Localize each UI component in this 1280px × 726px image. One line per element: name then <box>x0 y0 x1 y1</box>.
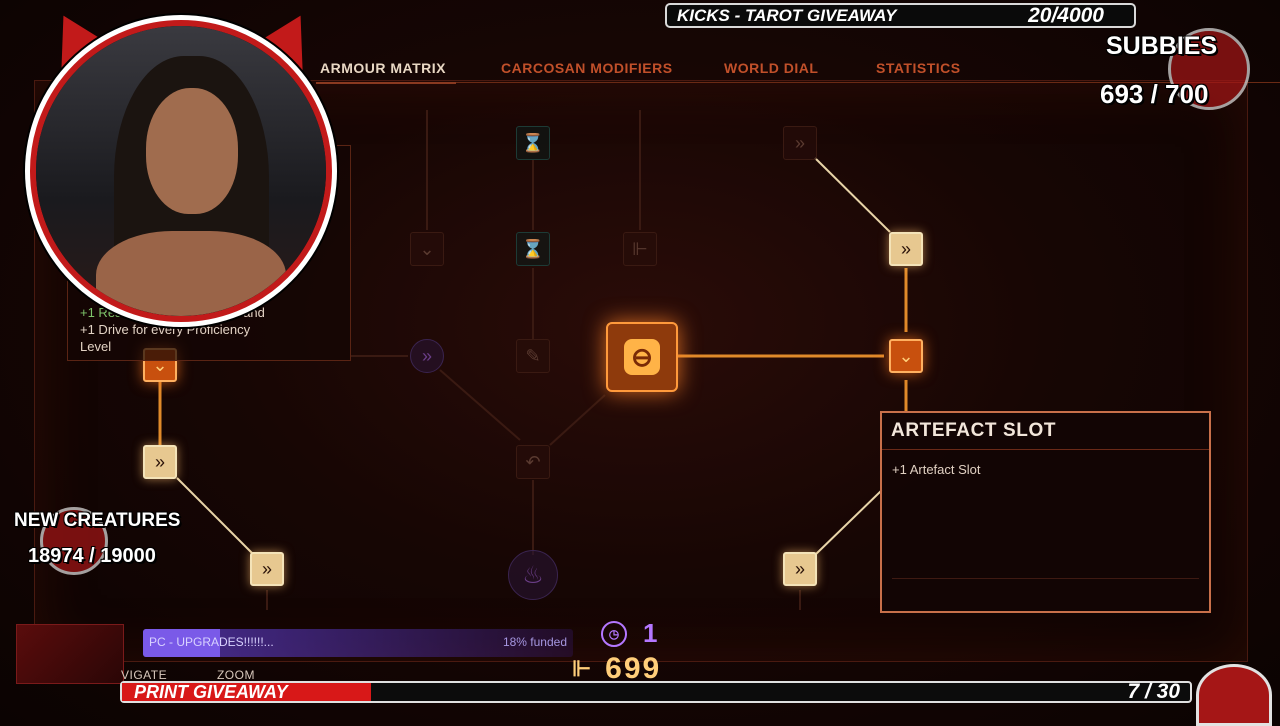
rune-node-top[interactable]: ⌛ <box>516 126 550 160</box>
currency-small: ◷ 1 <box>601 618 657 649</box>
currency-small-value: 1 <box>643 618 658 648</box>
tab-carcosan-modifiers[interactable]: CARCOSAN MODIFIERS <box>501 60 673 76</box>
rune-node-lower[interactable]: ↶ <box>516 445 550 479</box>
creatures-value: 18974 / 19000 <box>28 545 156 567</box>
controls-hint: VIGATE ZOOM <box>121 668 255 682</box>
tooltip-description: +1 Artefact Slot <box>892 462 981 477</box>
info-line3: Level <box>80 339 112 354</box>
skip-node-purple[interactable]: » <box>410 339 444 373</box>
skip-node-lit-upper[interactable]: » <box>889 232 923 266</box>
skip-node-lit-left[interactable]: » <box>143 445 177 479</box>
webcam-frame <box>30 20 332 322</box>
print-giveaway-bar: PRINT GIVEAWAY 7 / 30 <box>120 681 1192 703</box>
currency-node-upper[interactable]: ⊩ <box>623 232 657 266</box>
chevron-node-upper-left[interactable]: ⌄ <box>410 232 444 266</box>
wrench-node[interactable]: ✎ <box>516 339 550 373</box>
tab-world-dial[interactable]: WORLD DIAL <box>724 60 819 76</box>
tooltip-title: ARTEFACT SLOT <box>882 413 1209 450</box>
info-line2: +1 Drive for every Proficiency <box>80 322 251 337</box>
zoom-hint: ZOOM <box>216 668 255 682</box>
tooltip-divider <box>892 578 1199 579</box>
tab-bar: ARMOUR MATRIX CARCOSAN MODIFIERS WORLD D… <box>315 56 1280 84</box>
armour-core-icon: ⊖ <box>624 339 660 375</box>
pc-upgrades-bar: PC - UPGRADES!!!!!!... 18% funded <box>143 629 573 657</box>
pc-upgrades-percent: 18% funded <box>502 635 567 649</box>
mascot-icon-left <box>40 507 108 575</box>
tarot-giveaway-banner: KICKS - TAROT GIVEAWAY 20/4000 <box>665 3 1136 28</box>
rune-node-middle[interactable]: ⌛ <box>516 232 550 266</box>
tarot-value: 20/4000 <box>1028 3 1104 27</box>
currency-icon: ⊩ <box>572 656 594 681</box>
skip-node-lit-lower-left[interactable]: » <box>250 552 284 586</box>
skip-node-top-right[interactable]: » <box>783 126 817 160</box>
currency-big-value: 699 <box>605 652 662 685</box>
webcam-body <box>96 231 286 316</box>
mascot-icon-top-right <box>1168 28 1250 110</box>
subbies-value: 693 / 700 <box>1100 79 1209 109</box>
navigate-hint: VIGATE <box>121 668 168 682</box>
print-giveaway-value: 7 / 30 <box>1127 680 1180 703</box>
print-giveaway-label: PRINT GIVEAWAY <box>134 682 288 702</box>
tarot-label: KICKS - TAROT GIVEAWAY <box>677 5 897 25</box>
print-giveaway-fill <box>122 683 371 701</box>
clock-icon: ◷ <box>601 620 627 647</box>
currency-big: ⊩ 699 <box>572 652 661 686</box>
stream-thumbnail <box>16 624 124 684</box>
mascot-icon-bottom-right <box>1196 664 1272 726</box>
pc-upgrades-label: PC - UPGRADES!!!!!!... <box>149 635 274 649</box>
flame-node[interactable]: ♨ <box>508 550 558 600</box>
artefact-slot-tooltip: ARTEFACT SLOT +1 Artefact Slot <box>880 411 1211 613</box>
armour-matrix-frame <box>34 80 1248 662</box>
tab-armour-matrix[interactable]: ARMOUR MATRIX <box>315 60 457 84</box>
tab-statistics[interactable]: STATISTICS <box>876 60 961 76</box>
pc-upgrades-fill <box>143 629 221 657</box>
creatures-label: NEW CREATURES <box>14 510 181 531</box>
subbies-label: SUBBIES <box>1106 32 1218 60</box>
skip-node-lit-lower-right[interactable]: » <box>783 552 817 586</box>
webcam-face <box>146 88 238 214</box>
armour-core-node[interactable]: ⊖ <box>606 322 678 392</box>
artefact-slot-node[interactable]: ⌄ <box>889 339 923 373</box>
